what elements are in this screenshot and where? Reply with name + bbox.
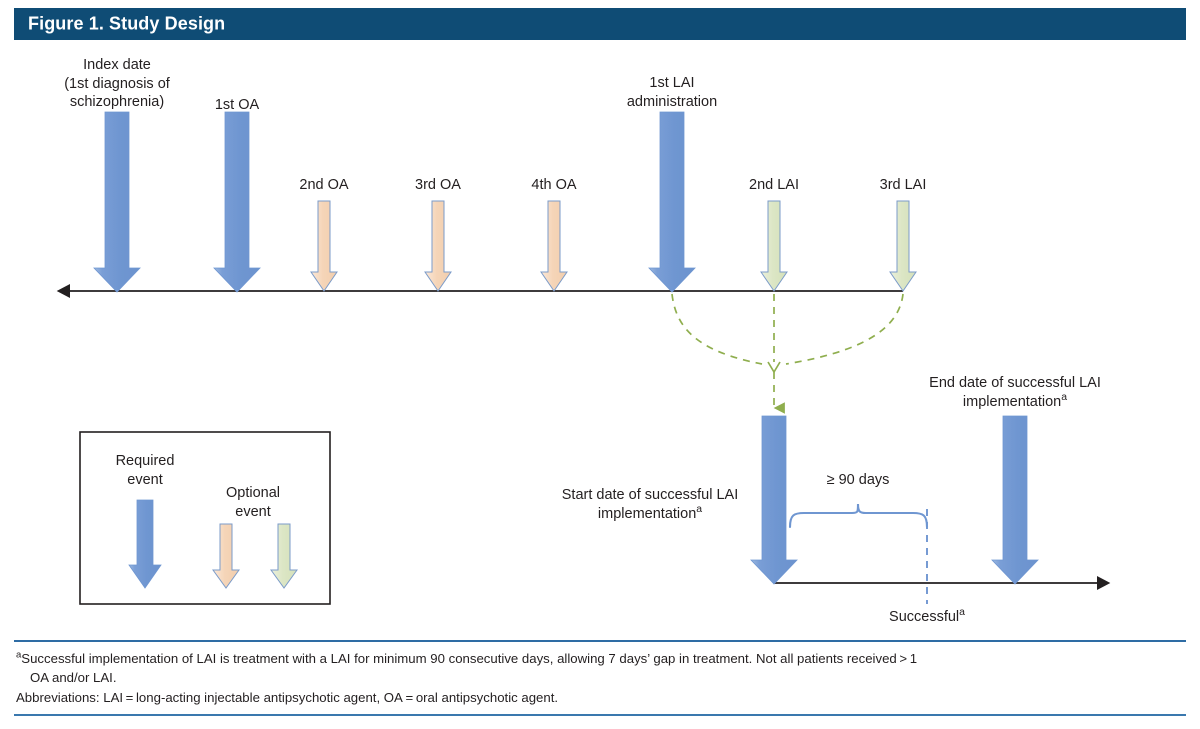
- label-successful-text: Successful: [889, 609, 960, 625]
- figure-title-bar: Figure 1. Study Design: [14, 8, 1186, 40]
- event-arrow-first-oa: [213, 111, 261, 293]
- label-successful-footnote-marker: a: [959, 607, 965, 619]
- footnote-a-line2: OA and/or LAI.: [30, 670, 117, 686]
- label-ninety-days: ≥ 90 days: [826, 472, 890, 488]
- label-successful: Successfula: [889, 607, 965, 627]
- label-second-lai: 2nd LAI: [749, 177, 799, 193]
- label-start-date-text: Start date of successful LAI implementat…: [561, 487, 739, 522]
- footer-rule-top: [14, 640, 1186, 642]
- label-fourth-oa: 4th OA: [531, 177, 577, 193]
- footnote-abbreviations: Abbreviations: LAI = long-acting injecta…: [16, 690, 559, 706]
- legend-label-required-event: Required event: [115, 453, 175, 488]
- legend-arrow-required-event: [128, 499, 162, 589]
- convergence-chevron: [767, 361, 781, 374]
- event-arrow-index-date: [93, 111, 141, 293]
- ninety-days-brace: [788, 503, 929, 529]
- page-title: Figure 1. Study Design: [28, 13, 226, 34]
- label-first-lai: 1st LAI administration: [626, 75, 718, 110]
- label-end-date-footnote-marker: a: [1061, 391, 1068, 403]
- label-start-date-footnote-marker: a: [696, 503, 703, 515]
- label-start-date: Start date of successful LAI implementat…: [562, 486, 739, 523]
- legend-label-optional-event: Optional event: [225, 485, 281, 520]
- label-second-oa: 2nd OA: [299, 177, 349, 193]
- event-arrow-second-oa: [310, 200, 338, 292]
- footnote-a: aSuccessful implementation of LAI is tre…: [16, 649, 1184, 687]
- footnote-block: aSuccessful implementation of LAI is tre…: [14, 642, 1186, 714]
- event-arrow-second-lai: [760, 200, 788, 292]
- footnote-a-marker: a: [16, 649, 22, 661]
- footnote-a-line1: Successful implementation of LAI is trea…: [21, 651, 918, 666]
- label-end-date: End date of successful LAI implementatio…: [929, 374, 1101, 411]
- event-arrow-third-lai: [889, 200, 917, 292]
- lai-convergence-connector: [671, 293, 904, 365]
- event-arrow-fourth-oa: [540, 200, 568, 292]
- label-index-date: Index date (1st diagnosis of schizophren…: [64, 57, 170, 111]
- legend-arrow-optional-oa: [212, 523, 240, 589]
- event-arrow-end-date: [991, 415, 1039, 585]
- legend-arrow-optional-lai: [270, 523, 298, 589]
- label-end-date-text: End date of successful LAI implementatio…: [929, 375, 1101, 410]
- label-third-lai: 3rd LAI: [879, 177, 927, 193]
- figure-footer: aSuccessful implementation of LAI is tre…: [14, 640, 1186, 717]
- label-third-oa: 3rd OA: [415, 177, 461, 193]
- event-arrow-start-date: [750, 415, 798, 585]
- event-arrow-first-lai: [648, 111, 696, 293]
- footer-rule-bottom: [14, 714, 1186, 717]
- label-first-oa: 1st OA: [214, 97, 260, 113]
- event-arrow-third-oa: [424, 200, 452, 292]
